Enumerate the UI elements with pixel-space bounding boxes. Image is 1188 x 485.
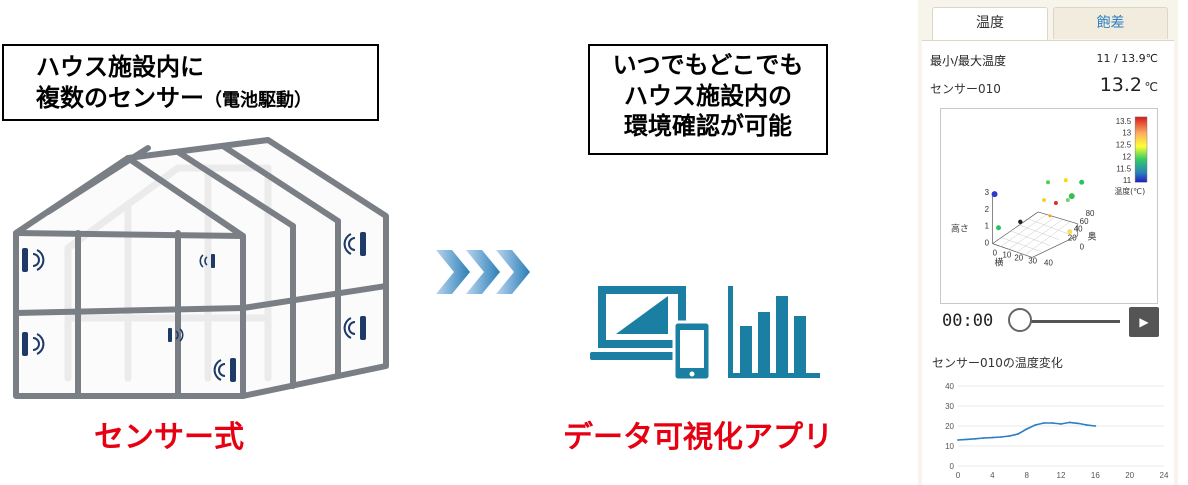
z-tick: 3 <box>985 188 990 197</box>
x-tick: 40 <box>1044 258 1053 267</box>
minmax-value: 11 / 13.9℃ <box>1096 52 1158 65</box>
callout-right-line-1: いつでもどこでも <box>612 51 804 79</box>
y-tick-label: 20 <box>945 422 954 431</box>
z-axis-label: 高さ <box>951 223 969 234</box>
x-tick-label: 0 <box>956 471 961 480</box>
sensor-caption: センサー式 <box>94 420 244 455</box>
z-tick: 2 <box>985 205 989 214</box>
data-point <box>1094 425 1097 427</box>
sensor-temperature-unit: ℃ <box>1144 80 1158 94</box>
temperature-history-chart: 0 10 20 30 40 0 4 8 12 16 20 24 <box>945 382 1169 480</box>
callout-line-2-sub: （電池駆動） <box>204 89 312 111</box>
data-point <box>1060 423 1062 425</box>
colorbar-tick: 13 <box>1122 129 1131 138</box>
y-tick-label: 10 <box>945 442 954 451</box>
series-line <box>957 421 1096 441</box>
data-point <box>982 437 985 439</box>
data-point <box>957 439 959 441</box>
x-tick-label: 16 <box>1091 471 1100 480</box>
data-point <box>965 438 968 441</box>
callout-right-line-3: 環境確認が可能 <box>624 112 792 141</box>
x-tick-label: 12 <box>1057 471 1066 480</box>
minmax-label: 最小/最大温度 <box>930 54 1007 68</box>
colorbar-tick: 12 <box>1122 152 1131 161</box>
x-tick-label: 8 <box>1024 471 1029 480</box>
data-point <box>974 437 977 440</box>
z-tick: 0 <box>985 239 990 248</box>
y-tick: 40 <box>1074 225 1083 234</box>
chevron-arrows-icon <box>436 250 530 294</box>
scatter-3d-plot[interactable]: 13.5 13 12.5 12 11.5 11 温度(℃) 3 2 1 0 高さ… <box>940 108 1158 304</box>
data-point <box>1025 428 1028 430</box>
colorbar-label: 温度(℃) <box>1114 186 1145 196</box>
tab-saturation-deficit[interactable]: 飽差 <box>1053 7 1168 39</box>
data-point <box>991 436 994 439</box>
app-description-callout: いつでもどこでも ハウス施設内の 環境確認が可能 <box>588 44 828 155</box>
colorbar-tick: 11 <box>1123 176 1132 185</box>
x-axis-label: 横 <box>995 256 1004 267</box>
z-tick: 1 <box>985 222 990 231</box>
greenhouse-illustration <box>13 137 389 399</box>
colorbar-tick: 12.5 <box>1116 141 1132 150</box>
data-point <box>1077 422 1080 425</box>
data-point <box>1017 433 1019 435</box>
y-tick-label: 30 <box>945 402 954 411</box>
data-point <box>1000 436 1002 438</box>
data-point <box>1068 421 1071 424</box>
x-tick: 0 <box>993 248 998 257</box>
callout-line-1: ハウス施設内に <box>36 53 204 81</box>
y-tick-label: 0 <box>950 462 955 471</box>
colorbar <box>1134 116 1148 183</box>
x-tick-label: 20 <box>1125 471 1134 480</box>
x-tick-label: 24 <box>1160 471 1169 480</box>
y-tick: 80 <box>1086 209 1095 218</box>
sensor-temperature: 13.2 <box>1099 74 1142 96</box>
wireless-sensor-icon <box>22 248 45 272</box>
colorbar-tick: 11.5 <box>1116 164 1131 173</box>
tab-temperature[interactable]: 温度 <box>932 7 1048 41</box>
y-tick-label: 40 <box>945 382 954 391</box>
sensor-description-callout: ハウス施設内に 複数のセンサー（電池駆動） <box>2 44 379 121</box>
callout-right-line-2: ハウス施設内の <box>624 81 792 110</box>
laptop-icon <box>590 286 694 360</box>
x-tick-label: 4 <box>990 471 995 480</box>
data-point <box>1051 422 1054 424</box>
scatter-points <box>991 178 1085 235</box>
history-chart-title: センサー010の温度変化 <box>932 356 1063 370</box>
data-point <box>1085 424 1088 426</box>
sensor-name: センサー010 <box>930 82 1001 96</box>
callout-line-2-main: 複数のセンサー <box>36 83 204 112</box>
play-button[interactable]: ▶ <box>1129 307 1159 337</box>
x-tick: 20 <box>1014 253 1023 262</box>
data-point <box>1034 424 1037 426</box>
callout-line-2: 複数のセンサー（電池駆動） <box>36 83 377 114</box>
devices-illustration <box>590 286 820 382</box>
x-tick: 30 <box>1028 256 1037 265</box>
time-display: 00:00 <box>942 311 994 331</box>
app-caption: データ可視化アプリ <box>563 420 833 455</box>
tablet-icon <box>672 320 712 382</box>
data-point <box>1008 435 1011 437</box>
x-tick: 10 <box>1002 250 1011 259</box>
data-point <box>1042 422 1045 424</box>
play-icon: ▶ <box>1139 315 1149 329</box>
y-tick: 0 <box>1080 243 1085 252</box>
y-axis-label: 奥 <box>1088 231 1097 242</box>
time-slider-track[interactable] <box>1024 320 1120 323</box>
bar-chart-icon <box>728 286 820 378</box>
colorbar-tick: 13.5 <box>1116 117 1132 126</box>
time-slider-knob[interactable] <box>1008 308 1032 332</box>
y-tick: 60 <box>1080 217 1089 226</box>
y-tick: 20 <box>1068 234 1077 243</box>
